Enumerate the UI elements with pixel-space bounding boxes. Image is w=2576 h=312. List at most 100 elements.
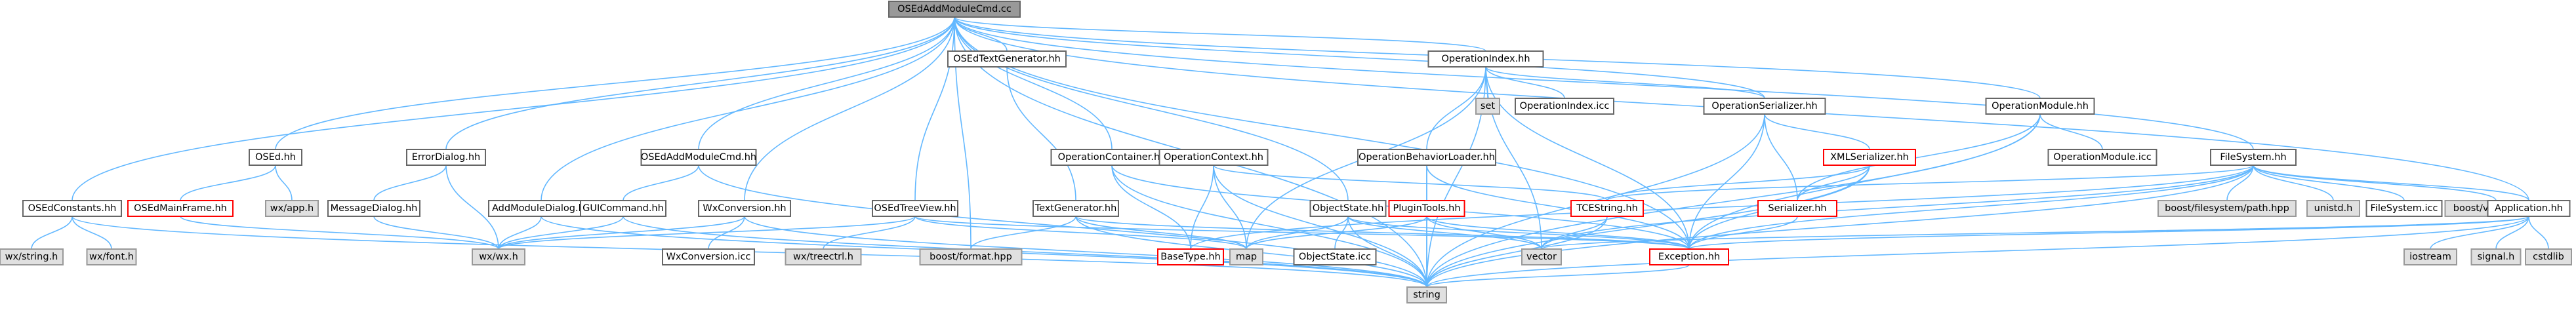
edge-tcestring-to-string [1426, 216, 1608, 288]
node-osedaddcmd[interactable]: OSEdAddModuleCmd.hh [640, 149, 757, 166]
edge-guicmd-to-string [623, 216, 1427, 288]
edge-root-to-osed [275, 16, 955, 150]
node-box [1515, 98, 1614, 115]
edge-xmlser-to-tcestring [1606, 165, 1870, 201]
edge-objstate-to-map [1246, 216, 1349, 250]
node-xmlser[interactable]: XMLSerializer.hh [1823, 149, 1916, 166]
node-unistd[interactable]: unistd.h [2306, 200, 2360, 217]
node-opindex[interactable]: OperationIndex.hh [1427, 50, 1544, 68]
node-label: iostream [2409, 252, 2451, 262]
edge-root-to-osedconst [72, 16, 955, 201]
node-opindexicc[interactable]: OperationIndex.icc [1515, 98, 1614, 115]
node-addmoddlg[interactable]: AddModuleDialog.hh [488, 200, 594, 217]
node-label: cstdlib [2533, 252, 2564, 262]
node-box [472, 248, 525, 265]
edge-opctx-to-tcestring [1213, 165, 1608, 201]
node-map[interactable]: map [1229, 248, 1263, 265]
edge-filesys-to-vector [1541, 165, 2254, 250]
node-osedconst[interactable]: OSEdConstants.hh [22, 200, 122, 217]
node-box [1157, 248, 1224, 265]
edge-filesys-to-unistd [2253, 165, 2334, 201]
node-wxconv[interactable]: WxConversion.hh [698, 200, 791, 217]
node-signal[interactable]: signal.h [2470, 248, 2522, 265]
node-fsicc[interactable]: FileSystem.icc [2365, 200, 2443, 217]
node-label: wx/treectrl.h [793, 252, 853, 262]
node-wxconvicc[interactable]: WxConversion.icc [662, 248, 755, 265]
node-opmodicc[interactable]: OperationModule.icc [2047, 149, 2157, 166]
node-guicmd[interactable]: GUICommand.hh [580, 200, 666, 217]
node-set[interactable]: set [1475, 98, 1500, 115]
edge-filesys-to-boostfs [2226, 165, 2254, 201]
node-string[interactable]: string [1406, 286, 1447, 303]
node-opmod[interactable]: OperationModule.hh [1985, 98, 2095, 115]
node-wxfont[interactable]: wx/font.h [86, 248, 137, 265]
edge-textgen-to-boostformat [970, 216, 1076, 250]
node-objstate[interactable]: ObjectState.hh [1309, 200, 1387, 217]
node-label: FileSystem.hh [2220, 152, 2286, 163]
node-osedmainframe[interactable]: OSEdMainFrame.hh [127, 200, 234, 217]
edge-objstate-to-exception [1347, 216, 1690, 250]
edge-opcontainer-to-string [1111, 165, 1427, 288]
node-wxstring[interactable]: wx/string.h [0, 248, 64, 265]
node-label: Serializer.hh [1768, 203, 1826, 214]
node-boostformat[interactable]: boost/format.hpp [919, 248, 1023, 265]
node-label: TCEString.hh [1576, 203, 1638, 214]
node-plugintools[interactable]: PluginTools.hh [1388, 200, 1465, 217]
edge-objstate-to-vector [1347, 216, 1542, 250]
node-objstateicc[interactable]: ObjectState.icc [1293, 248, 1377, 265]
edge-osedtreeview-to-wxwx [498, 216, 916, 250]
node-exception[interactable]: Exception.hh [1649, 248, 1729, 265]
edge-root-to-filesys [954, 16, 2254, 150]
edge-textgen-to-exception [1075, 216, 1690, 250]
node-opbehload[interactable]: OperationBehaviorLoader.hh [1357, 149, 1496, 166]
node-textgen[interactable]: TextGenerator.hh [1032, 200, 1119, 217]
node-serializer[interactable]: Serializer.hh [1757, 200, 1837, 217]
edge-application-to-iostream [2430, 216, 2529, 250]
node-root[interactable]: OSEdAddModuleCmd.cc [888, 1, 1021, 18]
node-application[interactable]: Application.hh [2487, 200, 2571, 217]
node-box [872, 200, 958, 217]
node-iostream[interactable]: iostream [2403, 248, 2457, 265]
node-msgdlg[interactable]: MessageDialog.hh [327, 200, 420, 217]
node-wxwx[interactable]: wx/wx.h [472, 248, 525, 265]
node-opser[interactable]: OperationSerializer.hh [1703, 98, 1826, 115]
node-errdlg[interactable]: ErrorDialog.hh [406, 149, 486, 166]
node-osedtreeview[interactable]: OSEdTreeView.hh [872, 200, 958, 217]
edge-osed-to-osedmainframe [180, 165, 276, 201]
edge-guicmd-to-wxwx [498, 216, 624, 250]
node-box [2470, 248, 2522, 265]
node-box [1570, 200, 1644, 217]
node-label: WxConversion.hh [703, 203, 786, 214]
node-tcestring[interactable]: TCEString.hh [1570, 200, 1644, 217]
node-box [1703, 98, 1826, 115]
node-box [1357, 149, 1496, 166]
node-cstdlib[interactable]: cstdlib [2525, 248, 2572, 265]
edge-textgen-to-map [1075, 216, 1247, 250]
edge-filesys-to-fsicc [2253, 165, 2405, 201]
edge-opmod-to-opmodicc [2039, 113, 2103, 150]
node-opcontainer[interactable]: OperationContainer.hh [1050, 149, 1174, 166]
node-wxapp[interactable]: wx/app.h [265, 200, 319, 217]
edge-opser-to-xmlser [1764, 113, 1870, 150]
dependency-edges [31, 16, 2549, 288]
edge-root-to-wxconv [744, 16, 955, 201]
edge-filesys-to-tcestring [1606, 165, 2254, 201]
node-osed[interactable]: OSEd.hh [249, 149, 302, 166]
node-vector[interactable]: vector [1521, 248, 1562, 265]
node-filesys[interactable]: FileSystem.hh [2210, 149, 2297, 166]
edge-filesys-to-exception [1688, 165, 2254, 250]
node-box [1032, 200, 1119, 217]
edge-filesys-to-string [1426, 165, 2254, 288]
edge-application-to-string [1426, 216, 2529, 288]
node-box [919, 248, 1023, 265]
node-osedtextgen[interactable]: OSEdTextGenerator.hh [947, 50, 1067, 68]
node-basetype[interactable]: BaseType.hh [1157, 248, 1224, 265]
node-label: OperationBehaviorLoader.hh [1359, 152, 1495, 163]
node-box [1521, 248, 1562, 265]
node-label: unistd.h [2314, 203, 2353, 214]
node-label: OperationIndex.hh [1441, 54, 1530, 64]
node-opctx[interactable]: OperationContext.hh [1158, 149, 1269, 166]
node-wxtreectrl[interactable]: wx/treectrl.h [785, 248, 862, 265]
node-boostfs[interactable]: boost/filesystem/path.hpp [2157, 200, 2297, 217]
